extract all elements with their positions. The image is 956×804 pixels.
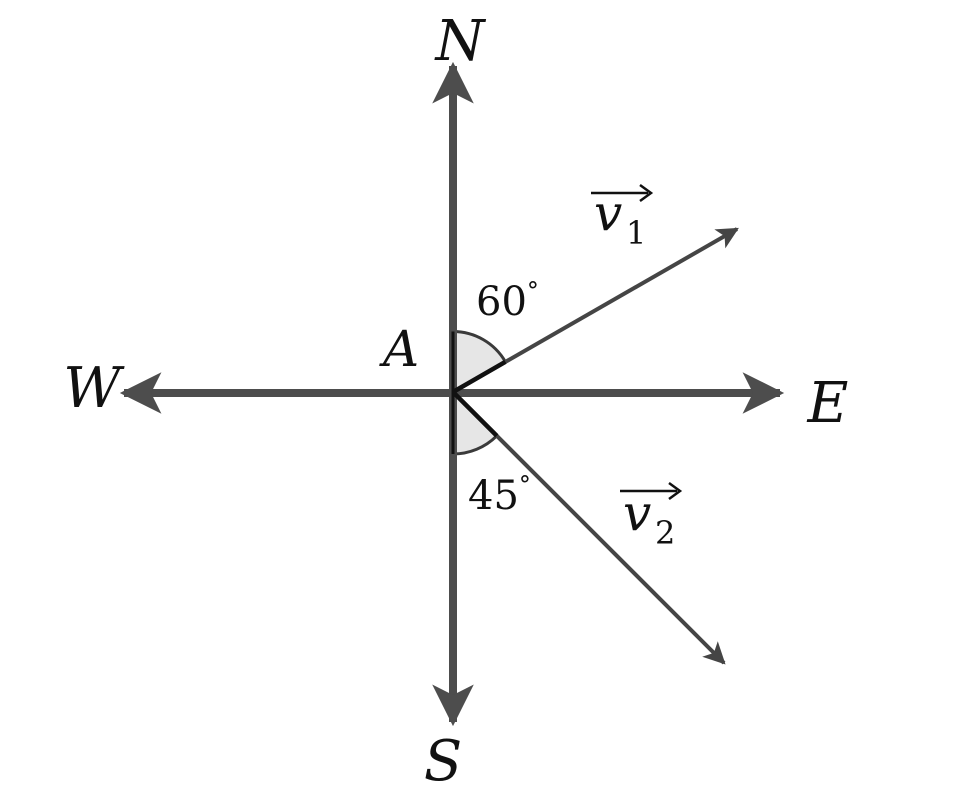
vector-v2-base-segment: [451, 390, 499, 438]
angle-sector-60: [451, 329, 508, 395]
vector-v1-name: v: [594, 184, 622, 242]
label-south: S: [424, 729, 462, 794]
angle-value-60: 60: [476, 279, 527, 325]
angle-label-45: 45°: [468, 471, 531, 519]
vector-v2-arrow: [451, 390, 726, 665]
vector-v2-name: v: [623, 484, 651, 542]
vector-v1-overarrow-head: [639, 183, 654, 203]
vector-v2-subscript: 2: [655, 514, 675, 552]
vector-v1-base-segment: [451, 359, 507, 394]
vector-v2-label: v 2: [620, 481, 683, 552]
label-west: W: [63, 356, 125, 421]
degree-symbol: °: [519, 471, 531, 499]
degree-symbol: °: [527, 277, 539, 305]
label-east: E: [807, 371, 849, 436]
label-point-a: A: [379, 320, 419, 378]
angle-value-45: 45: [468, 473, 519, 519]
vector-v1-label: v 1: [591, 183, 654, 252]
label-north: N: [434, 9, 487, 74]
vector-v2-overarrow-head: [668, 481, 683, 501]
vector-v1-subscript: 1: [626, 214, 646, 252]
angle-label-60: 60°: [476, 277, 539, 325]
